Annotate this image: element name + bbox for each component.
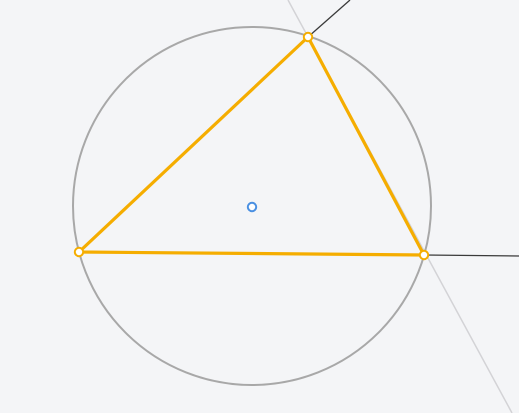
inscribed-triangle[interactable] [77,35,426,257]
ray-from-top-vertex[interactable] [307,0,351,38]
triangle-vertex-top[interactable] [302,31,314,43]
circle-center-point[interactable] [246,201,258,213]
triangle-vertex-right[interactable] [418,249,430,261]
circumcircle[interactable] [72,26,432,386]
triangle-vertex-left[interactable] [73,246,85,258]
ray-from-right-vertex[interactable] [423,254,519,257]
